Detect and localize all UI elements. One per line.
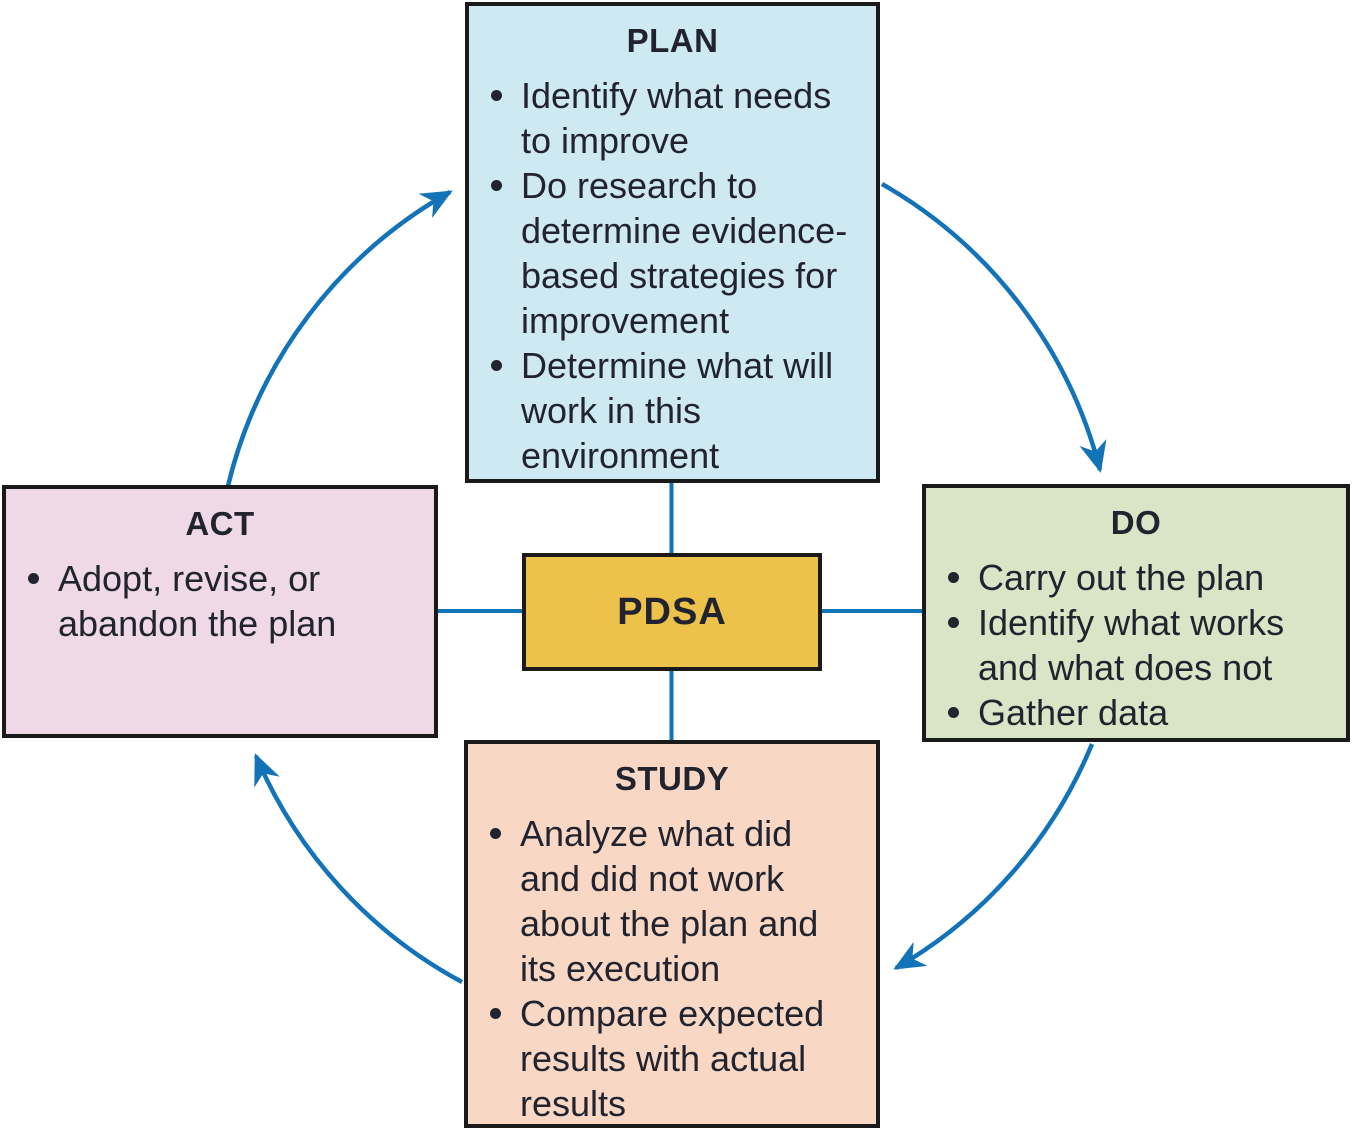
plan-title: PLAN bbox=[626, 22, 719, 59]
do-bullet: Identify what works and what does not bbox=[926, 600, 1346, 690]
act-box: ACT Adopt, revise, or abandon the plan bbox=[2, 485, 438, 738]
act-bullet-list: Adopt, revise, or abandon the plan bbox=[6, 556, 434, 646]
pdsa-center-box: PDSA bbox=[522, 553, 822, 671]
study-bullet: Compare expected results with actual res… bbox=[468, 991, 876, 1126]
act-bullet: Adopt, revise, or abandon the plan bbox=[6, 556, 434, 646]
study-bullet: Analyze what did and did not work about … bbox=[468, 811, 876, 991]
arrow-study-to-act bbox=[253, 753, 464, 984]
plan-box: PLAN Identify what needs to improve Do r… bbox=[465, 2, 880, 483]
arrow-act-to-plan bbox=[225, 190, 453, 487]
plan-bullet-list: Identify what needs to improve Do resear… bbox=[469, 73, 876, 478]
arrow-do-to-study bbox=[893, 743, 1095, 970]
plan-bullet: Identify what needs to improve bbox=[469, 73, 876, 163]
study-box: STUDY Analyze what did and did not work … bbox=[464, 740, 880, 1128]
act-title: ACT bbox=[185, 505, 255, 542]
study-bullet-list: Analyze what did and did not work about … bbox=[468, 811, 876, 1126]
do-title: DO bbox=[1110, 504, 1162, 541]
study-title: STUDY bbox=[614, 760, 730, 797]
do-bullet-list: Carry out the plan Identify what works a… bbox=[926, 555, 1346, 735]
arrow-plan-to-do bbox=[880, 182, 1107, 474]
do-bullet: Gather data bbox=[926, 690, 1346, 735]
plan-bullet: Do research to determine evidence-based … bbox=[469, 163, 876, 343]
pdsa-center-label: PDSA bbox=[617, 590, 727, 633]
do-bullet: Carry out the plan bbox=[926, 555, 1346, 600]
do-box: DO Carry out the plan Identify what work… bbox=[922, 484, 1350, 742]
plan-bullet: Determine what will work in this environ… bbox=[469, 343, 876, 478]
